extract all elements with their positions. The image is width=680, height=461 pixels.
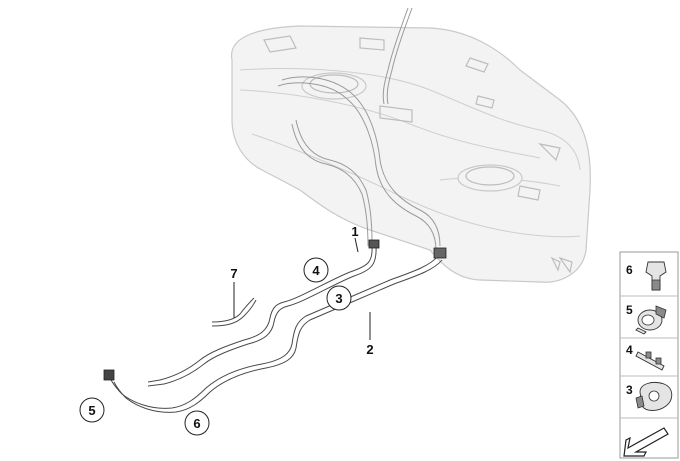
callout-label-4: 4 — [312, 263, 320, 278]
fuel-tank — [230, 7, 591, 283]
connector-icon — [635, 381, 673, 411]
parts-legend: 6 5 4 3 — [619, 251, 679, 459]
line-2-connector-end — [103, 369, 115, 381]
callout-circle-6 — [184, 410, 210, 436]
callout-label-2: 2 — [366, 342, 373, 357]
legend-label-3: 3 — [626, 383, 633, 397]
legend-label-6: 6 — [626, 263, 633, 277]
legend-label-5: 5 — [626, 303, 633, 317]
callout-circle-3 — [326, 285, 352, 311]
pipe-holder-icon — [635, 305, 667, 335]
callout-circle-5 — [79, 397, 105, 423]
callout-label-7: 7 — [230, 266, 237, 281]
callout-label-5: 5 — [88, 403, 95, 418]
fuel-line-1 — [147, 239, 380, 387]
bracket-icon — [635, 351, 665, 371]
legend-label-4: 4 — [626, 343, 633, 357]
line-1-connector — [368, 239, 380, 249]
callout-label-6: 6 — [193, 416, 200, 431]
legend-item-6[interactable]: 6 — [626, 261, 667, 291]
callout-label-1: 1 — [351, 224, 358, 239]
legend-item-3[interactable]: 3 — [626, 381, 673, 411]
fuel-line-2 — [103, 247, 447, 413]
line-2-connector-top — [433, 247, 447, 259]
clip-icon — [645, 261, 667, 291]
legend-item-5[interactable]: 5 — [626, 303, 667, 335]
pipe-part-7 — [211, 297, 257, 327]
leader-1 — [354, 237, 359, 253]
callout-circle-4 — [303, 257, 329, 283]
callout-label-3: 3 — [335, 291, 342, 306]
arrow-icon[interactable] — [623, 427, 669, 457]
legend-item-4[interactable]: 4 — [626, 343, 665, 371]
